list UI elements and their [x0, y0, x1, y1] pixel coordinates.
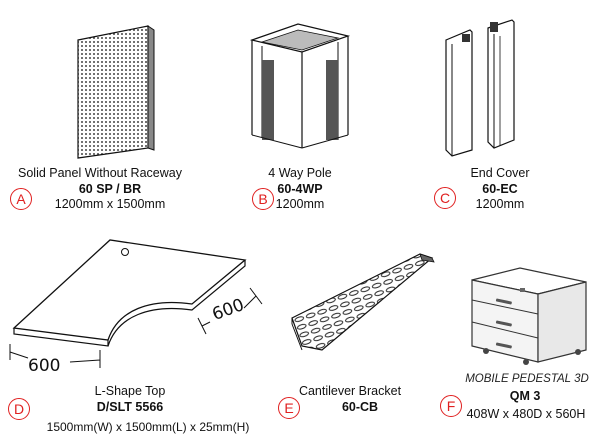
item-b-code: 60-4WP	[277, 182, 323, 196]
item-f-code: QM 3	[509, 389, 541, 403]
l-shape-dimension-depth: 600	[209, 295, 247, 325]
item-b-name: 4 Way Pole	[268, 166, 332, 180]
item-d-badge: D	[8, 398, 30, 420]
item-e-badge: E	[278, 397, 300, 419]
item-b-badge: B	[252, 188, 274, 210]
item-f-size: 408W x 480D x 560H	[466, 407, 586, 421]
item-c-code: 60-EC	[482, 182, 518, 196]
item-d-size: 1500mm(W) x 1500mm(L) x 25mm(H)	[46, 420, 250, 434]
item-d-name: L-Shape Top	[94, 384, 166, 398]
item-c-badge: C	[434, 187, 456, 209]
item-a-size: 1200mm x 1500mm	[54, 197, 166, 211]
item-a-badge: A	[10, 188, 32, 210]
item-e-code: 60-CB	[341, 400, 379, 414]
item-e-name: Cantilever Bracket	[298, 384, 402, 398]
item-a-code: 60 SP / BR	[78, 182, 142, 196]
item-f-name: MOBILE PEDESTAL 3D	[465, 373, 589, 385]
item-d-code: D/SLT 5566	[96, 400, 164, 414]
item-a-name: Solid Panel Without Raceway	[18, 166, 182, 180]
l-shape-dimension-width: 600	[28, 356, 61, 376]
item-c-size: 1200mm	[475, 197, 525, 211]
item-f-badge: F	[440, 395, 462, 417]
item-c-name: End Cover	[470, 166, 530, 180]
item-b-size: 1200mm	[275, 197, 325, 211]
